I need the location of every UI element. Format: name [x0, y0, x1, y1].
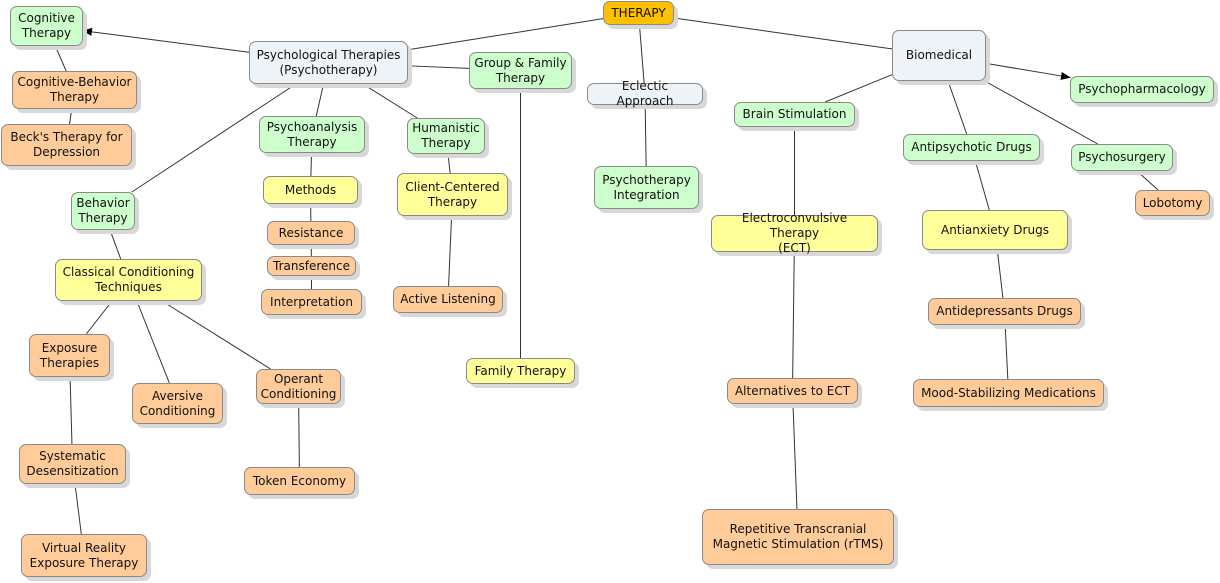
- node-aversive-conditioning[interactable]: Aversive Conditioning: [132, 383, 223, 424]
- link-classical-operant: [161, 300, 271, 370]
- node-ect[interactable]: Electroconvulsive Therapy (ECT): [711, 211, 878, 255]
- node-classical-conditioning[interactable]: Classical Conditioning Techniques: [55, 259, 202, 301]
- link-psychoanalysis-methods: [310, 152, 312, 177]
- node-humanistic-therapy[interactable]: Humanistic Therapy: [407, 118, 485, 154]
- node-methods[interactable]: Methods: [263, 176, 358, 204]
- node-behavior-therapy[interactable]: Behavior Therapy: [71, 192, 135, 230]
- link-biomedical-psychosurgery: [984, 80, 1099, 145]
- node-transference[interactable]: Transference: [267, 256, 356, 276]
- node-psychotherapy-integration[interactable]: Psychotherapy Integration: [594, 166, 699, 209]
- link-client_centered-active_listening: [448, 215, 453, 287]
- node-psychological-therapies[interactable]: Psychological Therapies (Psychotherapy): [249, 41, 408, 84]
- link-psychological-behavior: [131, 83, 297, 193]
- node-resistance[interactable]: Resistance: [267, 221, 355, 245]
- link-classical-exposure: [85, 300, 113, 335]
- link-psychological-psychoanalysis: [315, 83, 325, 117]
- node-lobotomy[interactable]: Lobotomy: [1135, 190, 1210, 216]
- link-psychological-group_family: [407, 65, 470, 69]
- link-exposure-systematic: [69, 376, 73, 445]
- link-systematic-vr: [74, 483, 82, 535]
- node-exposure-therapies[interactable]: Exposure Therapies: [29, 334, 110, 377]
- node-antidepressants-drugs[interactable]: Antidepressants Drugs: [928, 298, 1081, 325]
- link-humanistic-client_centered: [447, 153, 451, 174]
- node-antipsychotic-drugs[interactable]: Antipsychotic Drugs: [903, 134, 1040, 161]
- node-token-economy[interactable]: Token Economy: [244, 467, 355, 495]
- link-biomedical-antipsychotic: [947, 80, 968, 135]
- node-biomedical[interactable]: Biomedical: [892, 30, 986, 81]
- link-antipsychotic-antianxiety: [974, 160, 990, 211]
- node-alternatives-to-ect[interactable]: Alternatives to ECT: [727, 378, 858, 404]
- link-alt_ect-rtms: [792, 403, 798, 510]
- node-antianxiety-drugs[interactable]: Antianxiety Drugs: [922, 210, 1068, 250]
- node-client-centered-therapy[interactable]: Client-Centered Therapy: [397, 173, 508, 216]
- node-therapy[interactable]: THERAPY: [603, 1, 674, 25]
- link-ect-alt_ect: [792, 251, 795, 379]
- node-systematic-desensitization[interactable]: Systematic Desensitization: [19, 444, 126, 484]
- node-rtms[interactable]: Repetitive Transcranial Magnetic Stimula…: [702, 509, 894, 565]
- node-interpretation[interactable]: Interpretation: [261, 289, 362, 315]
- node-brain-stimulation[interactable]: Brain Stimulation: [734, 102, 855, 127]
- link-therapy-eclectic: [638, 24, 645, 84]
- link-antidepressant-mood: [1004, 324, 1009, 380]
- node-virtual-reality-exposure[interactable]: Virtual Reality Exposure Therapy: [21, 534, 147, 577]
- link-therapy-biomedical: [673, 17, 893, 50]
- link-operant-token: [298, 403, 300, 468]
- node-cognitive-therapy[interactable]: Cognitive Therapy: [10, 6, 83, 46]
- node-family-therapy[interactable]: Family Therapy: [466, 358, 575, 384]
- link-psychological-cognitive: [82, 27, 250, 53]
- node-group-family-therapy[interactable]: Group & Family Therapy: [469, 52, 572, 89]
- link-biomedical-brain_stim: [824, 74, 893, 103]
- link-antianxiety-antidepressant: [996, 249, 1004, 299]
- link-eclectic-integration: [644, 104, 647, 167]
- node-cognitive-behavior-therapy[interactable]: Cognitive-Behavior Therapy: [12, 71, 137, 109]
- link-cognitive-cbt: [54, 45, 67, 72]
- link-classical-aversive: [136, 300, 170, 384]
- link-behavior-classical: [109, 229, 122, 260]
- node-eclectic-approach[interactable]: Eclectic Approach: [587, 79, 703, 108]
- node-psychosurgery[interactable]: Psychosurgery: [1071, 144, 1173, 171]
- node-active-listening[interactable]: Active Listening: [393, 286, 503, 313]
- link-biomedical-pharmacology: [985, 62, 1071, 80]
- link-psychological-humanistic: [362, 83, 418, 119]
- node-operant-conditioning[interactable]: Operant Conditioning: [256, 369, 341, 404]
- node-psychopharmacology[interactable]: Psychopharmacology: [1070, 76, 1214, 103]
- link-psychosurgery-lobotomy: [1136, 170, 1159, 191]
- node-psychoanalysis-therapy[interactable]: Psychoanalysis Therapy: [259, 116, 365, 153]
- node-mood-stabilizing-medications[interactable]: Mood-Stabilizing Medications: [913, 379, 1104, 407]
- link-therapy-psychological: [407, 18, 604, 51]
- node-becks-therapy[interactable]: Beck's Therapy for Depression: [1, 124, 132, 166]
- link-cbt-beck: [69, 108, 73, 125]
